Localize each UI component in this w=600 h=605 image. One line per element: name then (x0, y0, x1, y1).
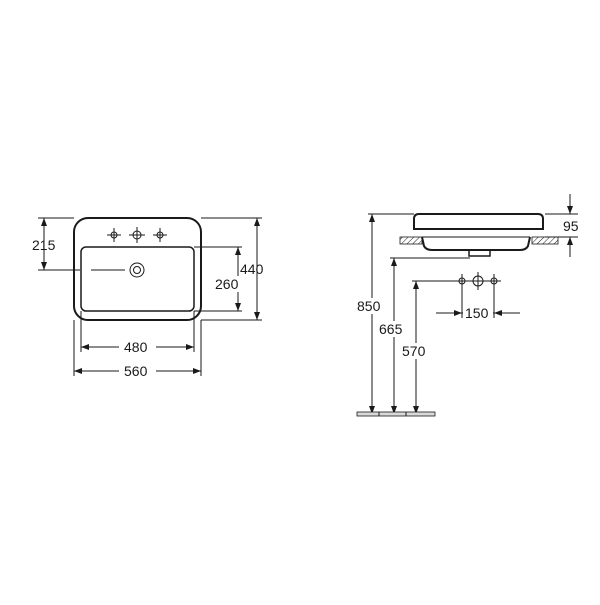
dim-label-560: 560 (124, 363, 148, 379)
drain-icon (129, 262, 145, 278)
dim-label-150: 150 (465, 305, 489, 321)
bowl-outline (80, 246, 195, 312)
dim-label-260: 260 (215, 276, 239, 292)
tap-hole-icon (129, 227, 145, 243)
plan-view: 215 440 260 480 560 (32, 217, 264, 379)
basin-outline (73, 217, 202, 321)
dim-label-215: 215 (32, 237, 56, 253)
countertop-left (399, 236, 423, 245)
dim-label-480: 480 (124, 339, 148, 355)
side-view: 95 150 (355, 194, 579, 417)
dim-label-665: 665 (379, 321, 403, 337)
tap-hole-icon (107, 228, 121, 242)
dim-label-570: 570 (402, 343, 426, 359)
basin-bowl-profile (421, 236, 531, 251)
dim-label-850: 850 (357, 298, 381, 314)
floor-line (356, 411, 436, 417)
drain-icon (469, 272, 487, 290)
tap-hole-icon (153, 228, 167, 242)
countertop-right (531, 236, 559, 245)
basin-profile (413, 213, 544, 230)
dim-label-95: 95 (563, 218, 579, 234)
dim-label-440: 440 (240, 261, 264, 277)
drain-outlet (468, 250, 491, 257)
